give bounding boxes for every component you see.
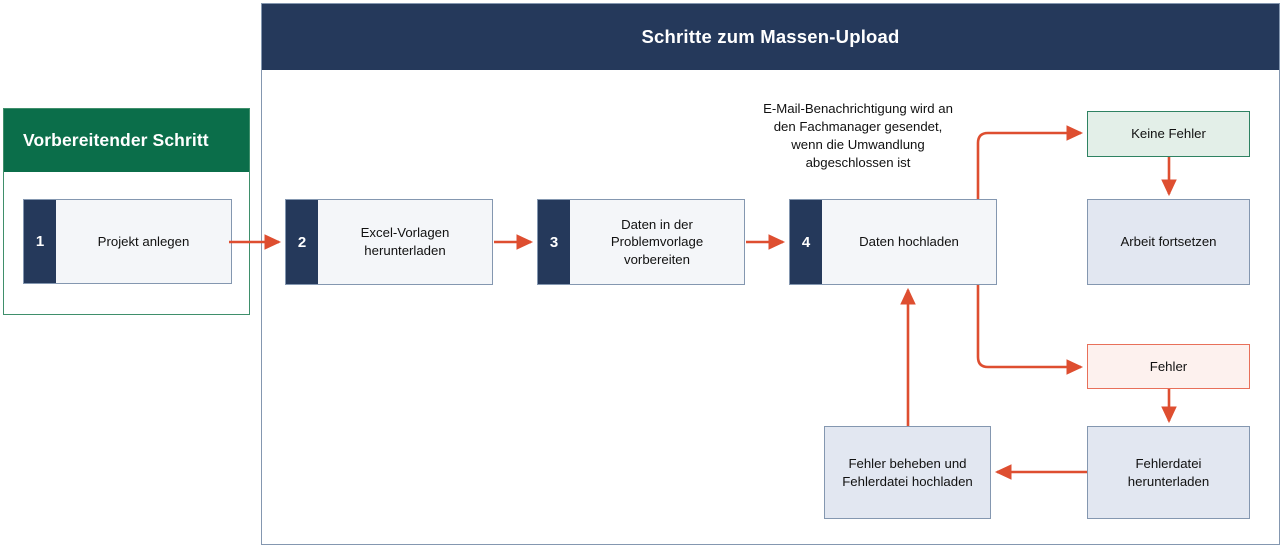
- email-notification-annotation: E-Mail-Benachrichtigung wird an den Fach…: [763, 101, 953, 171]
- step-box-3[interactable]: 3 Daten in der Problemvorlage vorbereite…: [537, 199, 745, 285]
- step-number-2: 2: [286, 200, 318, 284]
- preparatory-step-title: Vorbereitender Schritt: [23, 130, 209, 150]
- step-number-4: 4: [790, 200, 822, 284]
- step-number-3: 3: [538, 200, 570, 284]
- outcome-box-no-errors[interactable]: Keine Fehler: [1087, 111, 1250, 157]
- outcome-box-errors[interactable]: Fehler: [1087, 344, 1250, 389]
- step-label-2: Excel-Vorlagen herunterladen: [360, 225, 450, 258]
- main-panel-title: Schritte zum Massen-Upload: [641, 26, 900, 47]
- preparatory-step-panel: Vorbereitender Schritt 1 Projekt anlegen: [3, 108, 250, 315]
- main-panel-header: Schritte zum Massen-Upload: [262, 4, 1279, 70]
- step-label-3: Daten in der Problemvorlage vorbereiten: [610, 216, 704, 267]
- step-number-1: 1: [24, 200, 56, 283]
- step-label-1: Projekt anlegen: [97, 233, 190, 249]
- step-label-4: Daten hochladen: [859, 234, 959, 250]
- step-box-2[interactable]: 2 Excel-Vorlagen herunterladen: [285, 199, 493, 285]
- step-box-4[interactable]: 4 Daten hochladen: [789, 199, 997, 285]
- outcome-box-download-error-file[interactable]: Fehlerdatei herunterladen: [1087, 426, 1250, 519]
- outcome-box-continue-work[interactable]: Arbeit fortsetzen: [1087, 199, 1250, 285]
- outcome-box-fix-and-upload[interactable]: Fehler beheben und Fehlerdatei hochladen: [824, 426, 991, 519]
- preparatory-step-header: Vorbereitender Schritt: [4, 109, 249, 172]
- step-box-1[interactable]: 1 Projekt anlegen: [23, 199, 232, 284]
